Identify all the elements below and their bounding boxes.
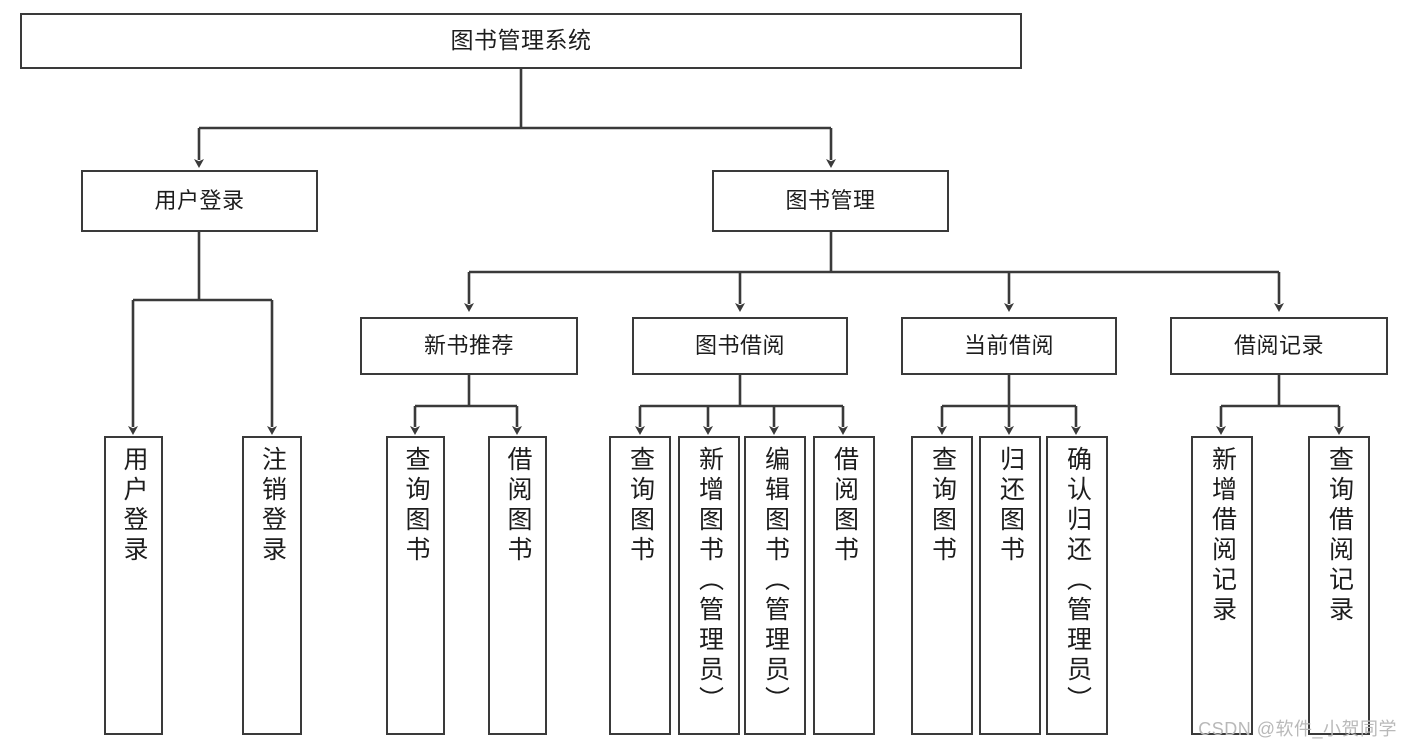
node-label: 新增借阅记录 [1208, 446, 1237, 626]
leaf-query-books-recommend[interactable]: 查询图书 [386, 436, 445, 735]
node-label: 图书管理 [785, 187, 876, 213]
node-book-management[interactable]: 图书管理 [712, 170, 949, 232]
node-label: 查询图书 [928, 446, 957, 566]
node-label: 当前借阅 [963, 332, 1054, 358]
leaf-query-borrow-record[interactable]: 查询借阅记录 [1308, 436, 1370, 735]
node-label: 用户登录 [120, 446, 148, 566]
leaf-confirm-return-admin[interactable]: 确认归还（管理员） [1046, 436, 1108, 735]
leaf-borrow-book[interactable]: 借阅图书 [813, 436, 875, 735]
leaf-return-book[interactable]: 归还图书 [979, 436, 1041, 735]
leaf-query-books-current[interactable]: 查询图书 [911, 436, 973, 735]
leaf-add-book-admin[interactable]: 新增图书（管理员） [678, 436, 740, 735]
node-user-login[interactable]: 用户登录 [81, 170, 318, 232]
node-new-book-recommend[interactable]: 新书推荐 [360, 317, 578, 375]
leaf-edit-book-admin[interactable]: 编辑图书（管理员） [744, 436, 806, 735]
node-label: 查询图书 [626, 446, 655, 566]
node-label: 确认归还（管理员） [1063, 446, 1092, 716]
node-current-borrow[interactable]: 当前借阅 [901, 317, 1117, 375]
node-label: 归还图书 [996, 446, 1025, 566]
leaf-add-borrow-record[interactable]: 新增借阅记录 [1191, 436, 1253, 735]
leaf-user-login[interactable]: 用户登录 [104, 436, 163, 735]
node-label: 查询图书 [402, 446, 430, 566]
leaf-logout[interactable]: 注销登录 [242, 436, 302, 735]
node-label: 借阅图书 [504, 446, 532, 566]
node-label: 查询借阅记录 [1325, 446, 1354, 626]
watermark: CSDN @软件_小贺同学 [1198, 719, 1397, 739]
node-label: 新增图书（管理员） [695, 446, 724, 716]
node-book-borrow[interactable]: 图书借阅 [632, 317, 848, 375]
node-label: 编辑图书（管理员） [761, 446, 790, 716]
node-label: 图书借阅 [694, 332, 785, 358]
leaf-borrow-books-recommend[interactable]: 借阅图书 [488, 436, 547, 735]
leaf-query-books-borrow[interactable]: 查询图书 [609, 436, 671, 735]
node-label: 借阅记录 [1233, 332, 1324, 358]
node-book-management-system[interactable]: 图书管理系统 [20, 13, 1022, 69]
node-label: 借阅图书 [830, 446, 859, 566]
node-label: 图书管理系统 [450, 27, 592, 54]
node-label: 注销登录 [258, 446, 287, 566]
node-label: 新书推荐 [423, 332, 514, 358]
node-borrow-records[interactable]: 借阅记录 [1170, 317, 1388, 375]
node-label: 用户登录 [154, 187, 245, 213]
